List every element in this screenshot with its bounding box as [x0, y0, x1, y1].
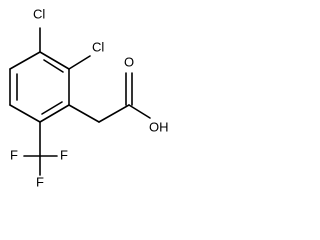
fluorine-bottom-label: F	[36, 174, 44, 189]
bond-cl-right	[68, 55, 91, 70]
atom-labels: Cl Cl O OH F F F	[10, 6, 169, 189]
ring-bond-c1-c2	[39, 51, 70, 70]
fluorine-right-label: F	[60, 147, 68, 162]
hydroxyl-label: OH	[149, 119, 169, 134]
chemical-structure: Cl Cl O OH F F F	[9, 6, 169, 189]
ring-double-bond-right	[41, 101, 63, 115]
bond-c-oh	[128, 104, 151, 119]
ring-bond-c4-c5	[9, 104, 41, 123]
ring-double-bond-top	[43, 59, 64, 73]
carbonyl-oxygen-label: O	[124, 54, 134, 69]
fluorine-left-label: F	[10, 147, 18, 162]
bond-ring-ch2	[68, 104, 100, 123]
ring-bond-c6-c1	[9, 51, 41, 70]
chlorine-right-label: Cl	[92, 39, 104, 54]
chlorine-top-label: Cl	[33, 6, 45, 21]
bond-ch2-carboxyl	[98, 104, 130, 123]
bonds	[9, 27, 151, 176]
ring-bond-c3-c4	[39, 104, 70, 123]
